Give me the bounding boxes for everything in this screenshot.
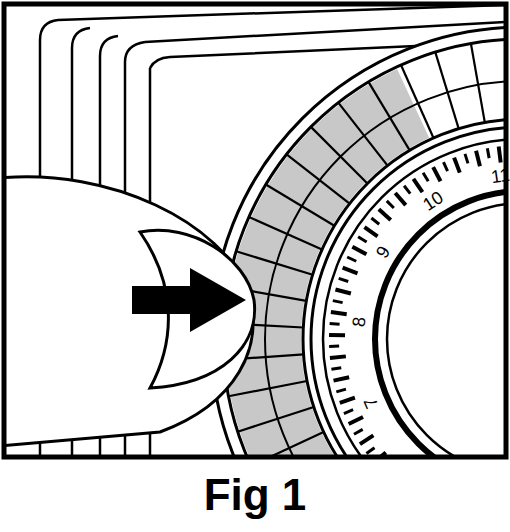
segment-divider [311,127,368,184]
dial-tick [331,368,341,370]
dial-tick [433,167,440,181]
dial-tick [334,377,350,380]
dial-tick [329,333,345,337]
dial-tick [330,322,340,326]
dial-tick [454,158,460,173]
segment-divider [266,184,335,225]
dial-tick [330,356,346,358]
segment-ring-inner [303,119,505,456]
dial-tick [331,312,347,314]
dial-tick [476,151,480,167]
segment-divider [435,52,458,129]
segment-divider [368,82,409,151]
dial-tick [366,448,374,454]
dial-tick [336,389,346,392]
dial-tick [329,345,339,348]
segment-ring-middle [265,81,505,456]
segment-divider [249,217,322,250]
finger [5,177,255,446]
dial-tick [423,173,428,182]
dial-tick [333,301,343,303]
housing-top-edge [58,5,505,20]
dial-tick [335,289,350,293]
segment-divider [251,432,324,456]
dial-rim [311,127,505,456]
fingertip [5,177,253,446]
illustration-body [5,5,505,456]
segment-divider [236,251,313,274]
dial-tick [358,237,366,242]
dial-tick [344,410,353,414]
dial-tick [352,247,366,255]
segment-divider [229,381,308,396]
timer-dial [211,27,505,456]
dial-tick [349,417,363,424]
dial-tick [340,398,355,403]
dial-tick [379,209,391,220]
dial-tick [387,201,394,208]
dial-number: 8 [349,316,368,328]
dial-tick [395,193,406,205]
dial-centre [387,203,505,456]
dial-tick [443,162,447,171]
dial-tick [487,148,489,158]
dial-inner-band [375,191,505,456]
dial-tick [465,154,468,164]
dial-tick [360,435,373,444]
dial-tick [347,257,356,261]
dial-face [323,139,505,456]
dial-outer-rim [211,27,505,456]
dial-tick [413,179,422,192]
dial-tick [354,429,363,434]
dial-tick [343,268,358,274]
segment-divider [338,103,387,166]
segment-ring-outer [223,39,505,456]
figure-caption: Fig 1 [204,473,307,517]
dial-tick [371,218,379,224]
dial-tick [364,227,377,236]
dial-tick [339,278,348,281]
figure-frame [4,4,506,457]
segment-divider [471,44,485,123]
push-arrow [132,268,246,332]
segment-divider [401,65,434,138]
dial-tick [404,186,410,194]
segment-divider [238,407,314,432]
dial-number: 11 [490,165,510,185]
dial-tick [499,147,501,163]
segment-divider [287,154,350,203]
